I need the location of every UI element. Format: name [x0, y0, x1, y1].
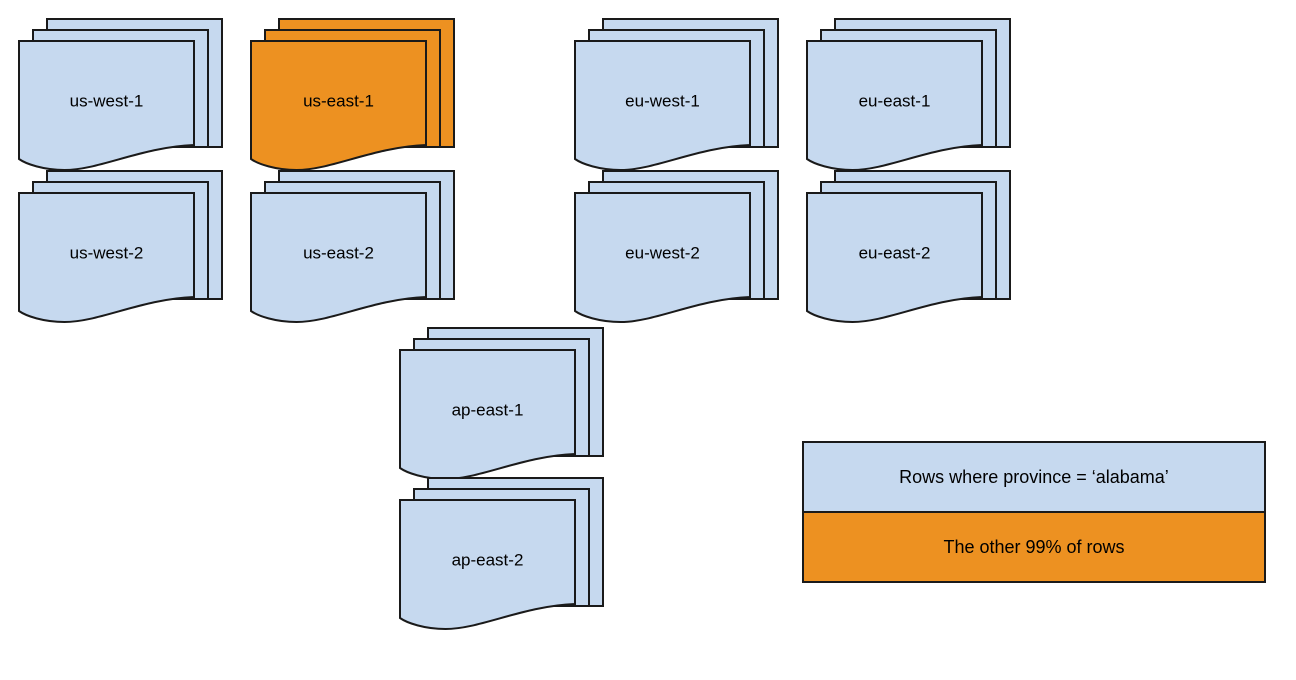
region-label: us-west-2 [70, 243, 144, 262]
region-stack-eu-west-2[interactable]: eu-west-2 [574, 170, 779, 324]
region-stack-ap-east-1[interactable]: ap-east-1 [399, 327, 604, 481]
region-stack-us-east-1[interactable]: us-east-1 [250, 18, 455, 172]
region-label: ap-east-1 [452, 400, 524, 419]
legend-swatch-blue [802, 441, 1266, 513]
document-shape [574, 40, 751, 172]
document-shape [399, 499, 576, 631]
region-stacks-layer: us-west-1 us-east-1 eu-west-1 eu-east-1 us-w… [18, 18, 1011, 631]
region-stack-us-east-2[interactable]: us-east-2 [250, 170, 455, 324]
legend: Rows where province = ‘alabama’ The other… [802, 441, 1266, 583]
region-stack-us-west-1[interactable]: us-west-1 [18, 18, 223, 172]
document-shape [574, 192, 751, 324]
region-label: eu-west-2 [625, 243, 700, 262]
document-shape [18, 192, 195, 324]
region-label: us-east-2 [303, 243, 374, 262]
region-stack-eu-west-1[interactable]: eu-west-1 [574, 18, 779, 172]
document-shape [806, 192, 983, 324]
region-stack-ap-east-2[interactable]: ap-east-2 [399, 477, 604, 631]
legend-swatch-orange [802, 511, 1266, 583]
region-stack-eu-east-1[interactable]: eu-east-1 [806, 18, 1011, 172]
region-label: eu-west-1 [625, 91, 700, 110]
document-shape [806, 40, 983, 172]
legend-row-alabama: Rows where province = ‘alabama’ [899, 467, 1169, 487]
region-label: us-west-1 [70, 91, 144, 110]
region-stack-eu-east-2[interactable]: eu-east-2 [806, 170, 1011, 324]
document-shape [250, 40, 427, 172]
document-shape [250, 192, 427, 324]
region-label: eu-east-1 [859, 91, 931, 110]
region-stack-us-west-2[interactable]: us-west-2 [18, 170, 223, 324]
document-shape [18, 40, 195, 172]
region-label: ap-east-2 [452, 550, 524, 569]
legend-row-other: The other 99% of rows [943, 537, 1124, 557]
region-label: eu-east-2 [859, 243, 931, 262]
region-label: us-east-1 [303, 91, 374, 110]
